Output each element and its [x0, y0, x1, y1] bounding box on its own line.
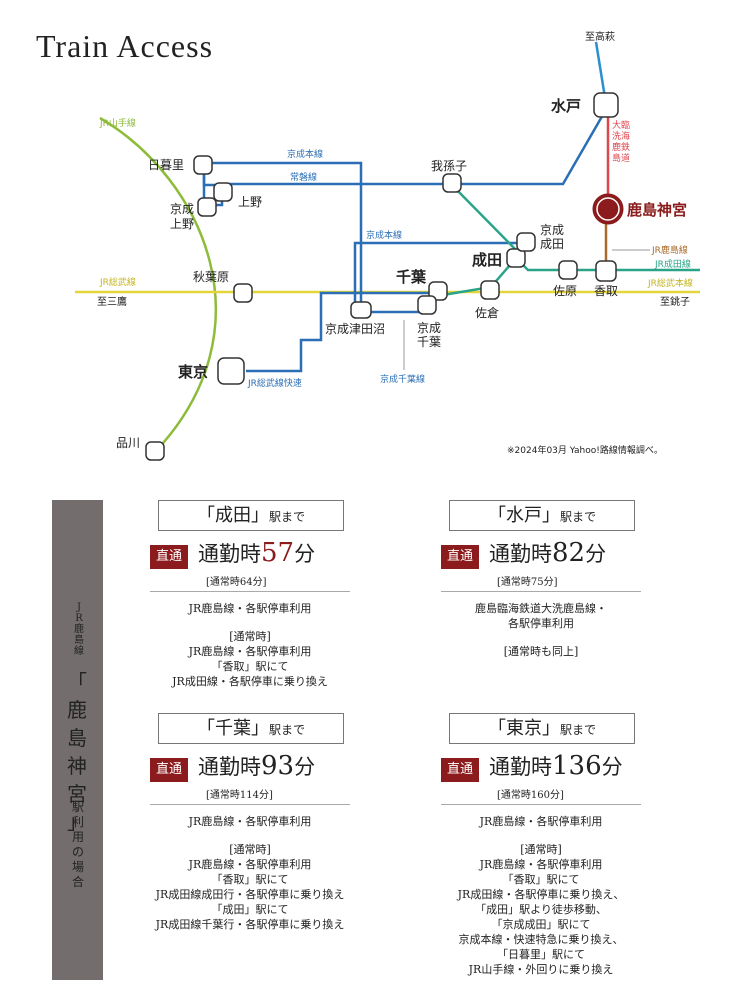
- station-ueno: [213, 182, 233, 202]
- station-tokyo: [217, 357, 245, 385]
- direct-badge: 直通: [441, 758, 479, 782]
- direct-badge: 直通: [150, 545, 188, 569]
- label-keisei-main-2: 京成本線: [366, 229, 402, 241]
- station-keisei-narita: [516, 232, 536, 252]
- line-joban: [202, 105, 610, 187]
- dest-box: 「成田」駅まで: [158, 500, 344, 531]
- label-katori: 香取: [594, 284, 618, 298]
- label-yamanote: JR山手線: [99, 117, 136, 129]
- dest-box: 「水戸」駅まで: [449, 500, 635, 531]
- label-sobu-left: JR総武線: [99, 276, 136, 288]
- svg-text:大: 大: [612, 119, 621, 131]
- line-yamanote: [99, 116, 218, 453]
- label-oarai-kashima: 大 洗 鹿 島 臨 海 鉄 道: [612, 119, 630, 164]
- side-panel: [52, 500, 103, 980]
- label-sakura: 佐倉: [475, 305, 499, 320]
- label-sobu-main: JR総武本線: [647, 277, 693, 289]
- station-abiko: [442, 173, 462, 193]
- label-narita: 成田: [472, 251, 502, 269]
- label-nippori: 日暮里: [148, 158, 184, 172]
- normal-time: [通常時114分]: [206, 790, 273, 801]
- label-sobu-rapid: JR総武線快速: [247, 377, 302, 389]
- direct-badge: 直通: [150, 758, 188, 782]
- commute-time: 通勤時93分: [198, 751, 316, 781]
- svg-text:道: 道: [621, 152, 630, 164]
- map-note: ※2024年03月 Yahoo!路線情報調べ。: [507, 444, 663, 456]
- label-keisei-main-1: 京成本線: [287, 148, 323, 160]
- label-keisei-narita-2: 成田: [540, 237, 564, 251]
- station-mito: [593, 92, 619, 118]
- station-chiba: [428, 281, 448, 301]
- divider: [441, 591, 641, 592]
- dest-box: 「千葉」駅まで: [158, 713, 344, 744]
- direct-badge: 直通: [441, 545, 479, 569]
- station-keisei-ueno: [197, 197, 217, 217]
- label-ueno: 上野: [238, 195, 262, 209]
- station-sakura: [480, 280, 500, 300]
- svg-text:海: 海: [621, 130, 630, 142]
- label-abiko: 我孫子: [431, 159, 467, 173]
- station-sawara: [558, 260, 578, 280]
- commute-time: 通勤時57分: [198, 538, 316, 568]
- station-keisei-tsudanuma: [350, 301, 372, 319]
- svg-text:臨: 臨: [621, 119, 630, 131]
- label-shinagawa: 品川: [116, 436, 140, 450]
- normal-time: [通常時75分]: [497, 577, 558, 588]
- station-narita: [506, 248, 526, 268]
- label-keisei-narita-1: 京成: [540, 223, 564, 237]
- label-chiba: 千葉: [396, 268, 427, 286]
- line-keisei-main-1: [204, 161, 363, 308]
- label-mito: 水戸: [551, 97, 581, 115]
- svg-text:鹿: 鹿: [612, 141, 621, 153]
- label-tokyo: 東京: [178, 363, 208, 381]
- label-keisei-ueno-2: 上野: [170, 217, 194, 231]
- label-joban: 常磐線: [290, 171, 317, 183]
- divider: [441, 804, 641, 805]
- label-keisei-tsudanuma: 京成津田沼: [325, 322, 385, 336]
- divider: [150, 591, 350, 592]
- normal-time: [通常時64分]: [206, 577, 267, 588]
- label-keisei-chiba-line: 京成千葉線: [380, 373, 425, 385]
- svg-text:洗: 洗: [612, 130, 621, 142]
- line-keisei-main-2: [353, 241, 527, 308]
- label-keisei-ueno-1: 京成: [170, 202, 194, 216]
- dir-mitaka: 至三鷹: [97, 295, 127, 308]
- label-narita-line: JR成田線: [654, 258, 691, 270]
- dir-choshi: 至銚子: [660, 295, 690, 308]
- route-map: 水戸 我孫子 日暮里 上野 京成 上野 秋葉原 東京 品川 京成津田沼 千葉 京…: [75, 30, 700, 461]
- label-kashima-line: JR鹿島線: [651, 244, 688, 256]
- station-akihabara: [233, 283, 253, 303]
- line-narita-abiko: [450, 183, 517, 251]
- side-station-name: 「鹿島神宮」: [67, 670, 87, 834]
- label-akihabara: 秋葉原: [193, 270, 229, 284]
- station-shinagawa: [145, 441, 165, 461]
- label-keisei-chiba-2: 千葉: [417, 335, 441, 349]
- label-kashima-jingu: 鹿島神宮: [627, 201, 687, 219]
- page-title: Train Access: [36, 28, 214, 64]
- commute-time: 通勤時136分: [489, 751, 623, 781]
- route-notes: 鹿島臨海鉄道大洗鹿島線・各駅停車利用[通常時も同上]: [475, 602, 607, 658]
- station-keisei-chiba: [417, 295, 437, 315]
- kashima-jingu-core: [600, 201, 616, 217]
- station-katori: [595, 260, 617, 282]
- svg-text:島: 島: [612, 152, 621, 164]
- label-sawara: 佐原: [553, 284, 577, 298]
- station-nippori: [193, 155, 213, 175]
- normal-time: [通常時160分]: [497, 790, 564, 801]
- line-sobu-rapid: [246, 291, 432, 373]
- side-usage-label: 駅利用の場合: [71, 800, 84, 889]
- svg-text:鉄: 鉄: [621, 141, 630, 153]
- label-keisei-chiba-1: 京成: [417, 321, 441, 335]
- dest-box: 「東京」駅まで: [449, 713, 635, 744]
- kashima-jingu-inner-ring: [596, 197, 620, 221]
- commute-time: 通勤時82分: [489, 538, 607, 568]
- dir-takahagi: 至高萩: [585, 30, 615, 43]
- divider: [150, 804, 350, 805]
